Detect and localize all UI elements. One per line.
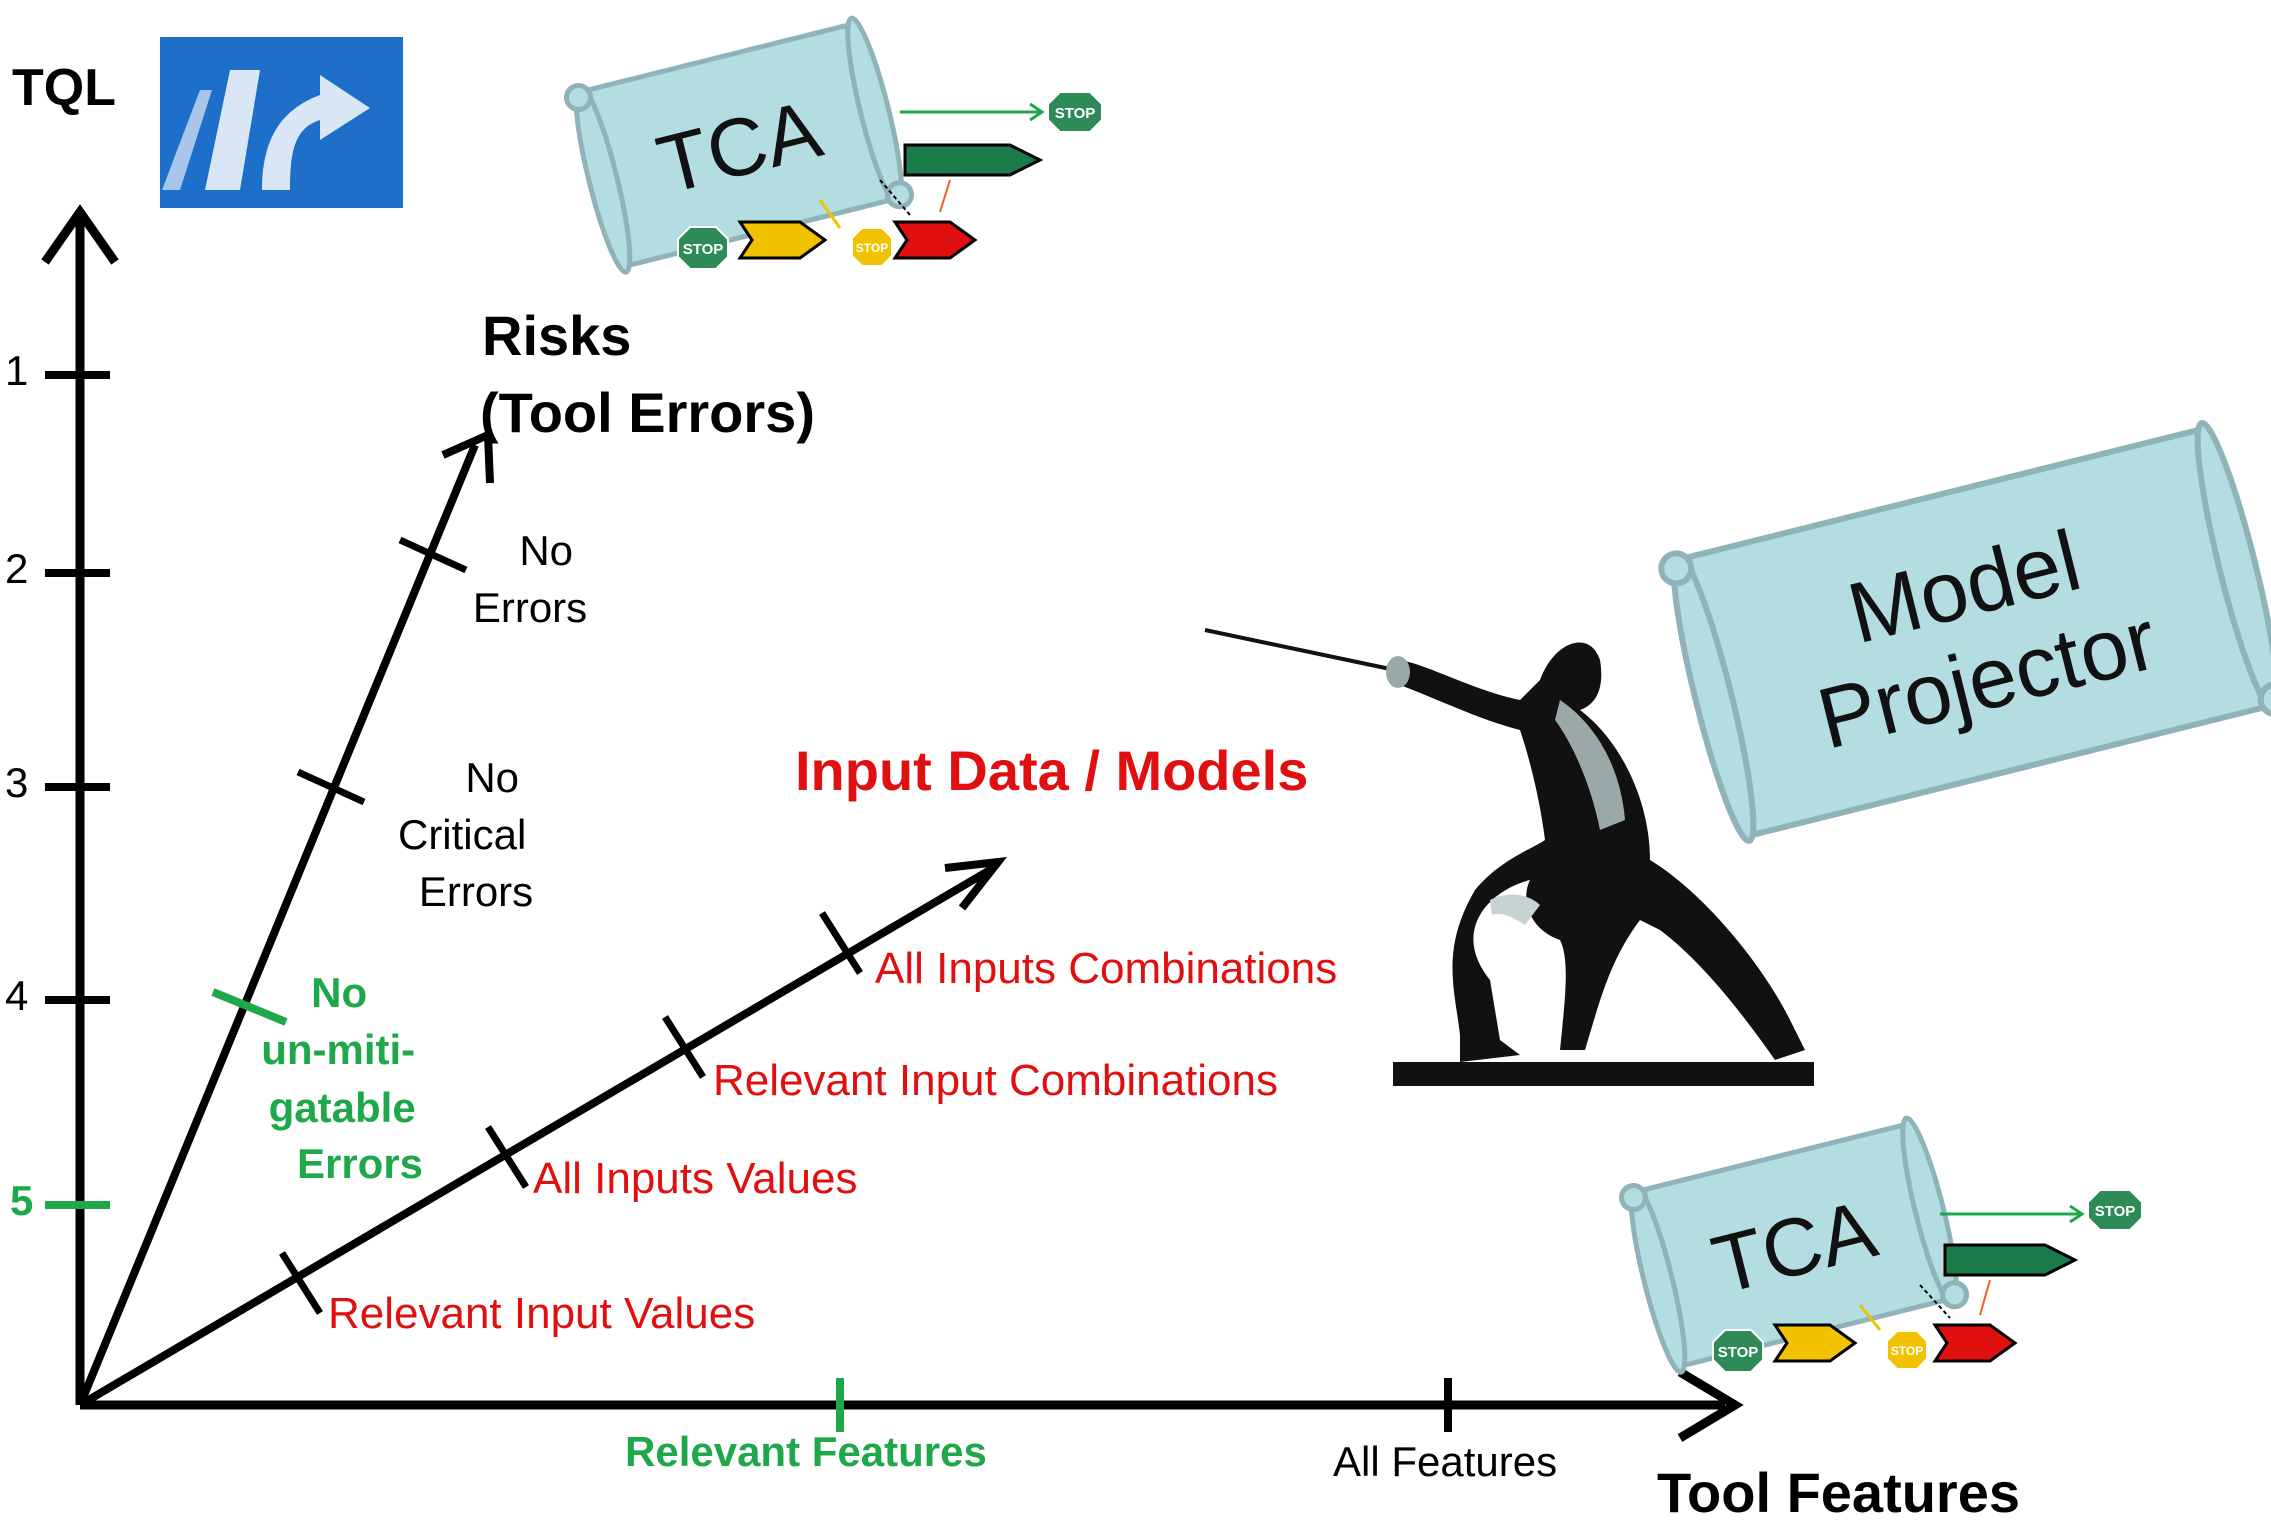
svg-text:STOP: STOP (1718, 1344, 1759, 1361)
stop-sign-icon: STOP (1047, 91, 1103, 133)
tql-level-3: 3 (5, 759, 28, 806)
process-arrow-icon (903, 143, 1044, 177)
svg-text:STOP: STOP (856, 241, 888, 255)
tca-top-process-diagram: STOP STOP STOP (677, 91, 1103, 270)
risks-axis-title-line1: Risks (482, 304, 631, 367)
svg-text:STOP: STOP (1055, 105, 1096, 122)
input-tick-relevant-values (279, 1251, 323, 1315)
features-tick-label-relevant: Relevant Features (625, 1428, 987, 1475)
risks-tick-label-no-unmitigatable: No un-miti- gatable Errors (261, 969, 427, 1187)
stop-sign-icon: STOP (851, 227, 893, 267)
tql-level-2: 2 (5, 545, 28, 592)
stop-sign-icon: STOP (1712, 1329, 1764, 1373)
risks-axis (76, 428, 494, 1407)
risks-tick-no-critical (296, 768, 366, 806)
risks-tick-label-no-errors: No Errors (473, 527, 587, 631)
svg-text:STOP: STOP (1891, 1344, 1923, 1358)
risks-axis-title-line2: (Tool Errors) (480, 381, 815, 444)
features-axis-title: Tool Features (1657, 1461, 2020, 1524)
tca-scroll-bottom: TCA (1619, 1115, 1970, 1375)
input-tick-all-combinations (819, 911, 863, 975)
risks-tick-label-no-critical: No Critical Errors (398, 754, 538, 915)
process-arrow-icon (1932, 1323, 2018, 1363)
tql-axis (41, 204, 119, 1405)
input-axis-title: Input Data / Models (795, 739, 1308, 802)
process-arrow-icon (737, 220, 828, 260)
input-tick-all-values (485, 1125, 529, 1189)
process-arrow-icon (1772, 1323, 1858, 1363)
features-axis (80, 1368, 1744, 1442)
stop-sign-icon: STOP (677, 226, 729, 270)
svg-text:STOP: STOP (2095, 1203, 2136, 1220)
risks-tick-no-errors (398, 536, 468, 574)
stop-sign-icon: STOP (2087, 1189, 2143, 1231)
road-merge-icon (160, 37, 403, 208)
risks-tick-no-unmitigatable (211, 988, 288, 1026)
features-tick-label-all: All Features (1333, 1438, 1557, 1485)
tql-level-1: 1 (5, 347, 28, 394)
input-tick-label-relevant-values: Relevant Input Values (328, 1289, 755, 1338)
process-arrow-icon (1943, 1243, 2079, 1277)
model-projector-scroll: Model Projector (1658, 419, 2271, 844)
stop-sign-icon: STOP (1886, 1330, 1928, 1370)
input-tick-label-all-combinations: All Inputs Combinations (875, 944, 1337, 993)
tql-level-5: 5 (10, 1177, 33, 1224)
svg-text:STOP: STOP (683, 241, 724, 258)
process-arrow-icon (892, 220, 978, 260)
input-tick-label-relevant-combinations: Relevant Input Combinations (713, 1056, 1278, 1105)
input-tick-relevant-combinations (662, 1015, 706, 1079)
tca-bottom-process-diagram: STOP STOP STOP (1712, 1189, 2143, 1373)
tql-level-4: 4 (5, 972, 28, 1019)
input-tick-label-all-values: All Inputs Values (533, 1154, 857, 1203)
fencer-icon (1204, 628, 1814, 1086)
tql-label: TQL (12, 59, 116, 117)
input-axis (77, 856, 1008, 1409)
